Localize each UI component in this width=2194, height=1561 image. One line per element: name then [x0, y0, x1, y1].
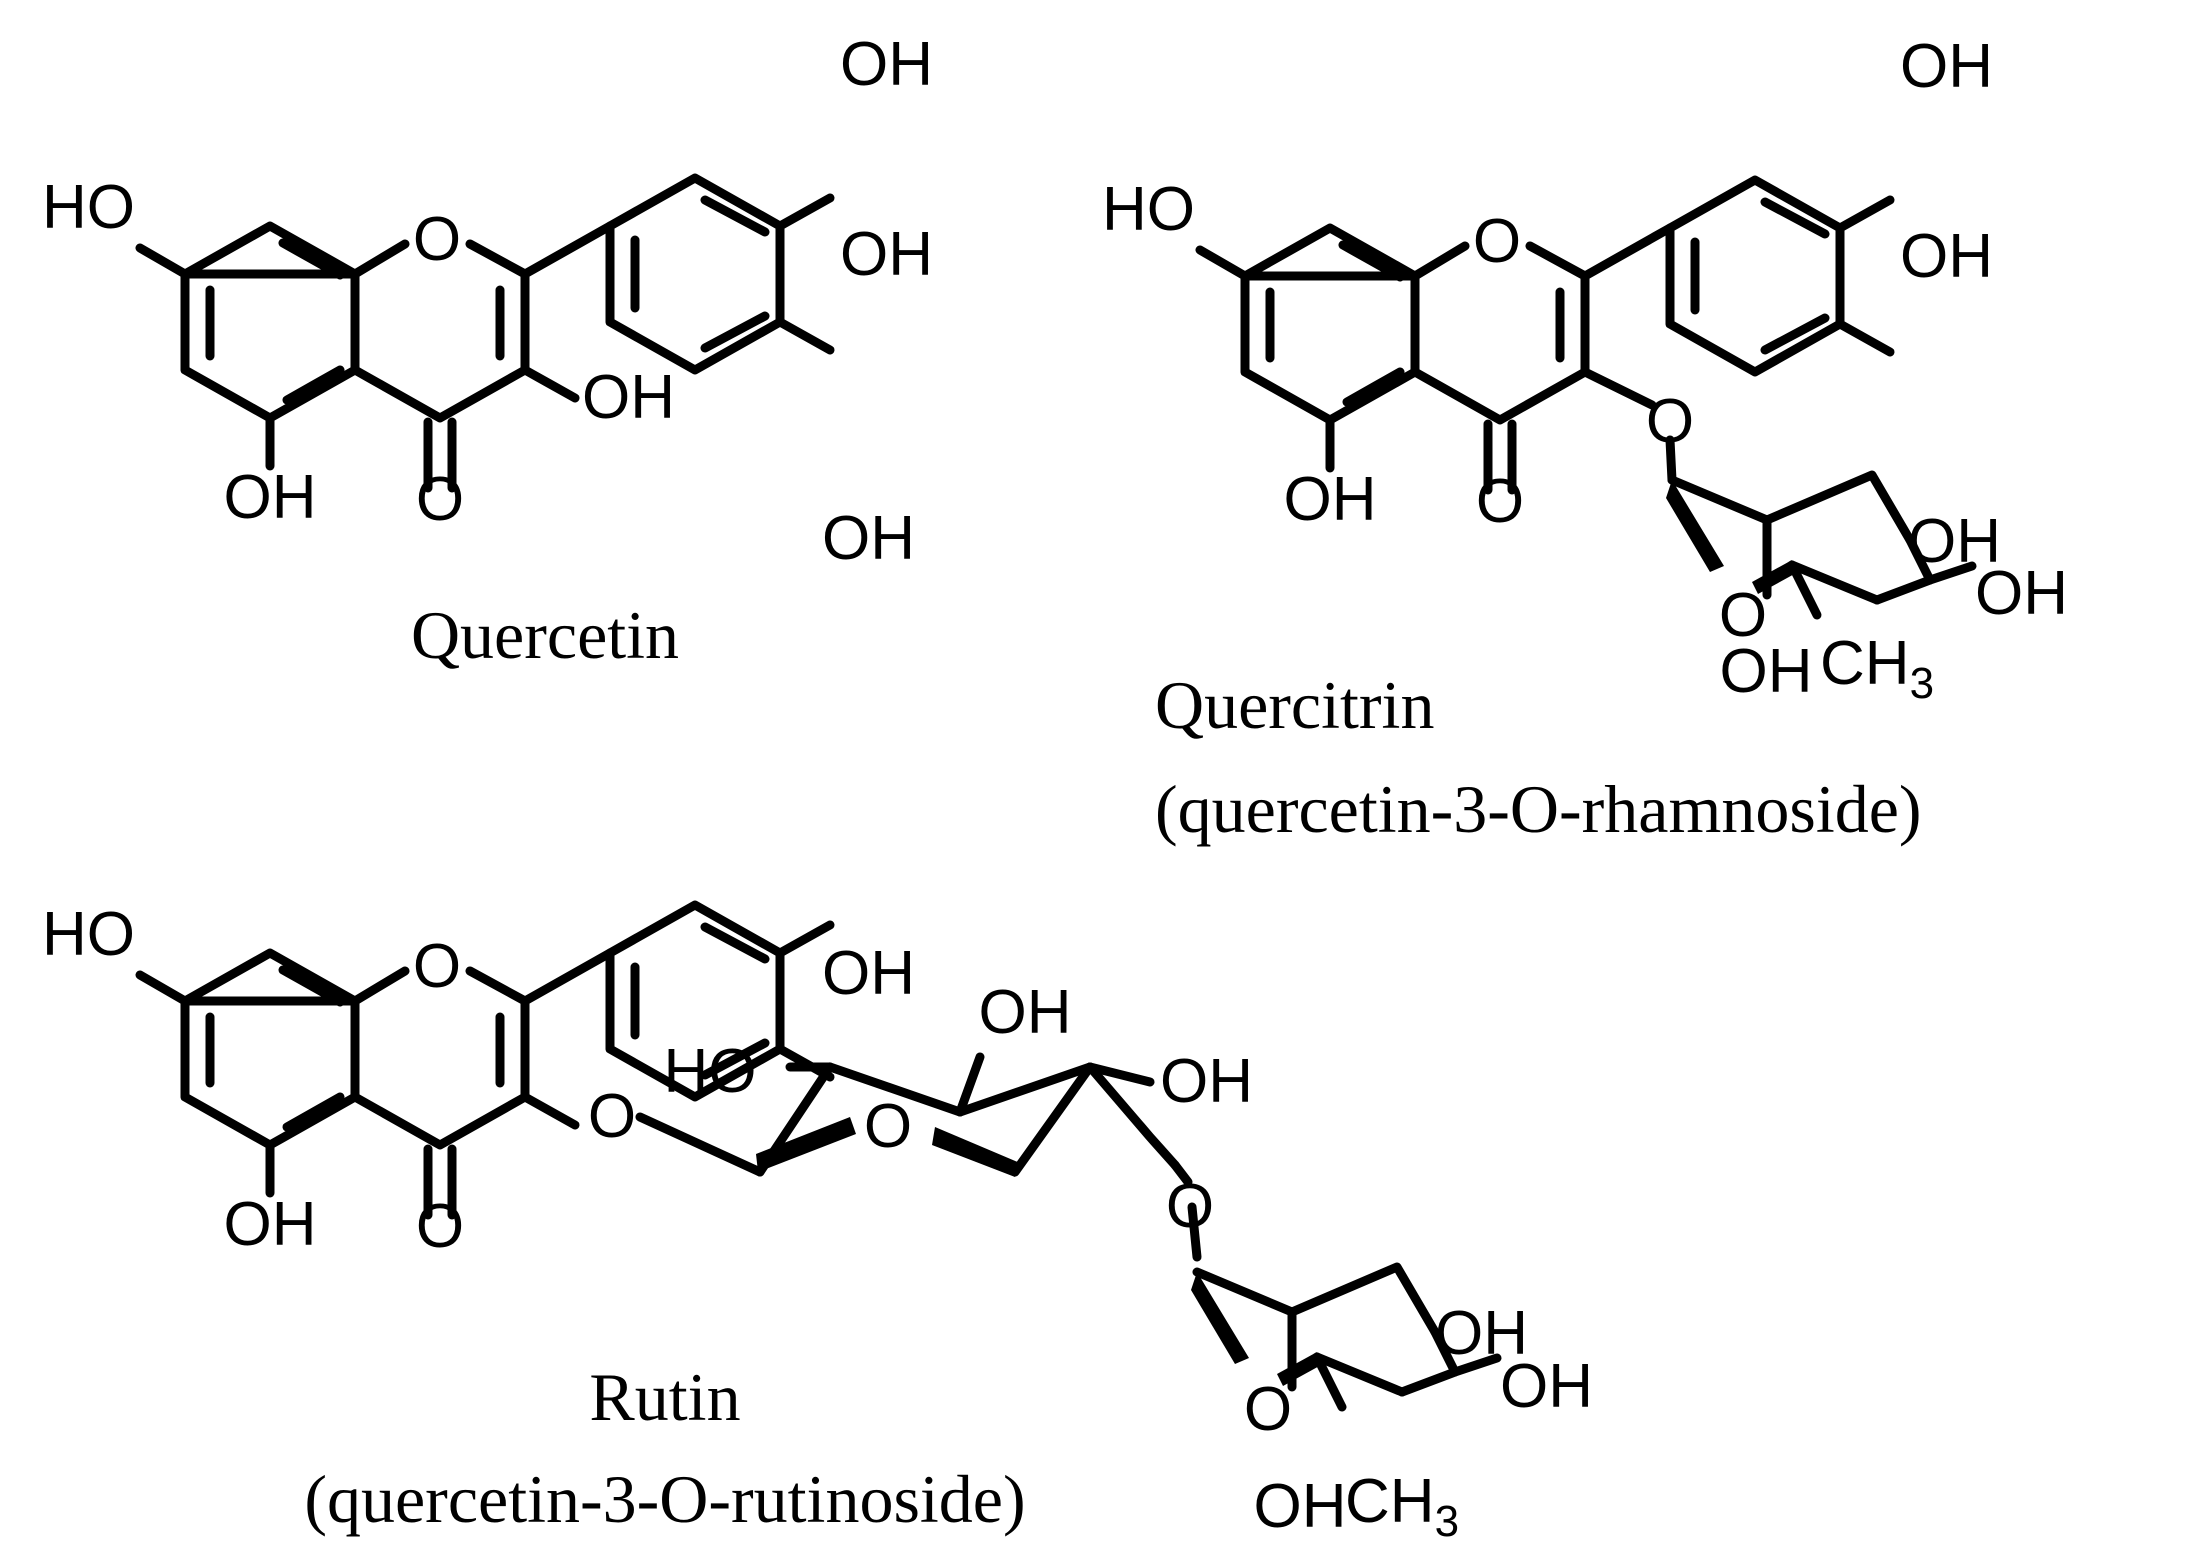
hydroxyl-4prime: OH [840, 30, 933, 99]
hydroxyl-3prime: OH [1900, 222, 1993, 291]
hydroxyl-3prime: OH [840, 220, 933, 289]
carbonyl-oxygen: O [416, 465, 464, 534]
hydroxyl-5: OH [224, 463, 317, 532]
quercitrin-structure: O O OH OH HO OH O O OH OH OH CH3 [1102, 32, 2068, 708]
hydroxyl-5: OH [1284, 465, 1377, 534]
hydroxyl-4prime: OH [822, 504, 915, 573]
caption-rutin-subtitle: (quercetin-3-O-rutinoside) [304, 1461, 1025, 1537]
hydroxyl-7: HO [42, 900, 135, 969]
rhamnose-hydroxyl-upper: OH [1435, 1299, 1528, 1368]
rutin-structure: O O OH OH HO OH O HO O OH OH O O OH OH O… [42, 504, 1593, 1546]
ring-oxygen: O [413, 932, 461, 1001]
ring-oxygen: O [1473, 207, 1521, 276]
rhamnose-hydroxyl-upper: OH [1908, 507, 2001, 576]
hydroxyl-3prime: OH [822, 939, 915, 1008]
methyl-group: CH3 [1345, 1467, 1459, 1546]
carbonyl-oxygen: O [416, 1192, 464, 1261]
glucose-hydroxyl-top: OH [979, 978, 1072, 1047]
rhamnose-hydroxyl-right: OH [1975, 559, 2068, 628]
hydroxyl-7: HO [1102, 175, 1195, 244]
rhamnose-ring-oxygen: O [1244, 1375, 1292, 1444]
hydroxyl-3: OH [582, 363, 675, 432]
quercetin-structure: O O OH OH HO OH OH Quercetin [42, 30, 933, 673]
ring-oxygen: O [413, 205, 461, 274]
caption-quercetin: Quercetin [411, 597, 679, 673]
rhamnose-hydroxyl-lower: OH [1720, 637, 1813, 706]
rhamnose-ring-oxygen: O [1719, 581, 1767, 650]
rutinose-linking-oxygen: O [1166, 1172, 1214, 1241]
carbonyl-oxygen: O [1476, 467, 1524, 536]
caption-rutin: Rutin [589, 1359, 740, 1435]
methyl-group: CH3 [1820, 629, 1934, 708]
glycosidic-oxygen: O [588, 1082, 636, 1151]
glucose-hydroxyl-right: OH [1160, 1047, 1253, 1116]
hydroxyl-4prime: OH [1900, 32, 1993, 101]
rhamnose-hydroxyl-lower: OH [1254, 1472, 1347, 1541]
caption-quercitrin-subtitle: (quercetin-3-O-rhamnoside) [1155, 771, 1922, 847]
hydroxyl-5: OH [224, 1190, 317, 1259]
glucose-hydroxyl-left: HO [664, 1037, 757, 1106]
rhamnose-hydroxyl-right: OH [1500, 1352, 1593, 1421]
glycosidic-oxygen: O [1646, 387, 1694, 456]
glucose-ring-oxygen: O [864, 1092, 912, 1161]
caption-quercitrin: Quercitrin [1155, 667, 1434, 743]
hydroxyl-7: HO [42, 173, 135, 242]
